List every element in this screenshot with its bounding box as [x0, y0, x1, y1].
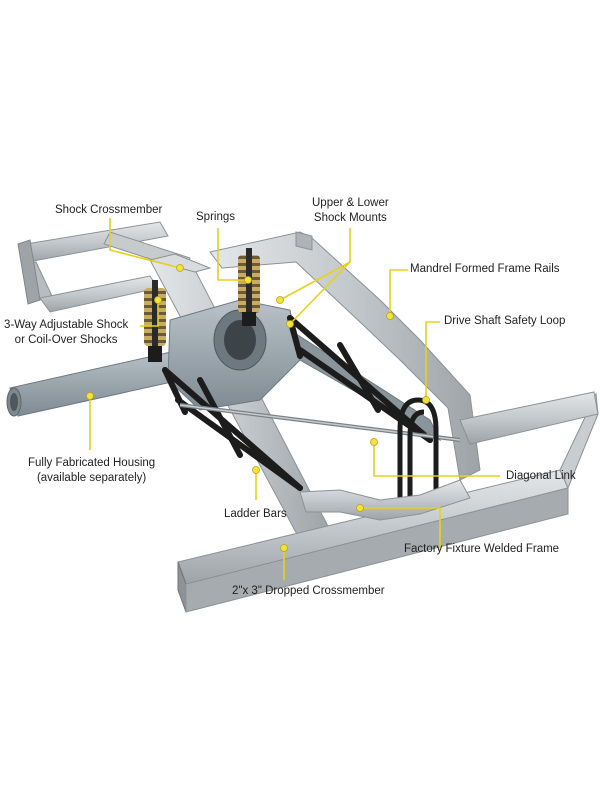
label-dropped-crossmember: 2"x 3" Dropped Crossmember: [232, 585, 385, 597]
coil-spring-left: [144, 280, 166, 362]
dropped-crossmember: [177, 392, 599, 613]
coil-spring-right: [238, 248, 260, 326]
ladder-bar-right: [287, 315, 433, 443]
label-frame-rails: Mandrel Formed Frame Rails: [410, 263, 560, 275]
label-housing: Fully Fabricated Housing (available sepa…: [28, 457, 156, 484]
label-adjustable-shock: 3-Way Adjustable Shock or Coil-Over Shoc…: [4, 319, 129, 346]
label-diagonal-link: Diagonal Link: [506, 470, 576, 482]
label-drive-shaft-loop: Drive Shaft Safety Loop: [444, 315, 566, 327]
label-welded-frame: Factory Fixture Welded Frame: [404, 543, 560, 555]
label-shock-crossmember: Shock Crossmember: [55, 204, 163, 216]
welded-frame: [299, 479, 471, 521]
diagonal-link: [179, 403, 461, 442]
leader-dots: [86, 264, 430, 552]
drive-shaft-loop: [397, 397, 439, 500]
label-springs: Springs: [196, 211, 235, 223]
shock-crossmember: [17, 221, 191, 313]
rear-crossmember-right: [459, 391, 599, 445]
leader-lines: [89, 218, 500, 580]
label-ladder-bars: Ladder Bars: [224, 508, 287, 520]
label-shock-mounts: Upper & Lower Shock Mounts: [312, 197, 389, 224]
